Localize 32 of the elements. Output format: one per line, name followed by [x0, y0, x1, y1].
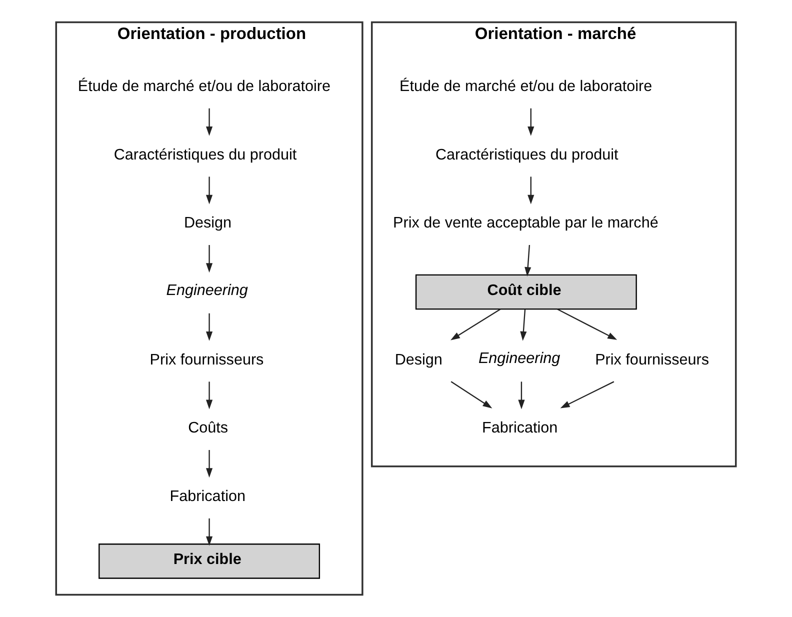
node-text: Caractéristiques du produit — [435, 146, 618, 164]
node-box: Coût cible — [415, 274, 637, 310]
arrow — [450, 381, 492, 408]
node-box: Prix cible — [98, 544, 320, 579]
arrow — [206, 518, 213, 546]
arrow — [520, 309, 527, 341]
node-text: Engineering — [166, 282, 248, 299]
node-text: Design — [184, 214, 232, 232]
node-text: Caractéristiques du produit — [114, 146, 297, 164]
node-text: Fabrication — [170, 488, 246, 505]
arrow — [206, 176, 213, 204]
arrow — [206, 450, 213, 478]
node-text: Coûts — [188, 420, 228, 437]
arrow — [206, 245, 213, 273]
arrow — [560, 381, 614, 408]
node-text: Design — [394, 351, 442, 368]
arrow — [524, 244, 532, 277]
arrow — [206, 313, 213, 341]
arrow — [206, 108, 213, 136]
arrow — [518, 382, 525, 410]
arrow — [206, 382, 213, 410]
arrow — [557, 308, 618, 340]
node-text: Fabrication — [482, 420, 558, 437]
node-text: Étude de marché et/ou de laboratoire — [78, 78, 331, 96]
arrow — [528, 176, 534, 204]
node-text: Prix fournisseurs — [595, 351, 710, 368]
arrow — [528, 108, 534, 136]
node-text: Prix fournisseurs — [150, 351, 264, 368]
arrow — [450, 308, 501, 340]
node-text: Prix de vente acceptable par le marché — [393, 214, 658, 232]
node-text: Engineering — [478, 350, 560, 368]
node-text: Étude de marché et/ou de laboratoire — [400, 78, 652, 96]
